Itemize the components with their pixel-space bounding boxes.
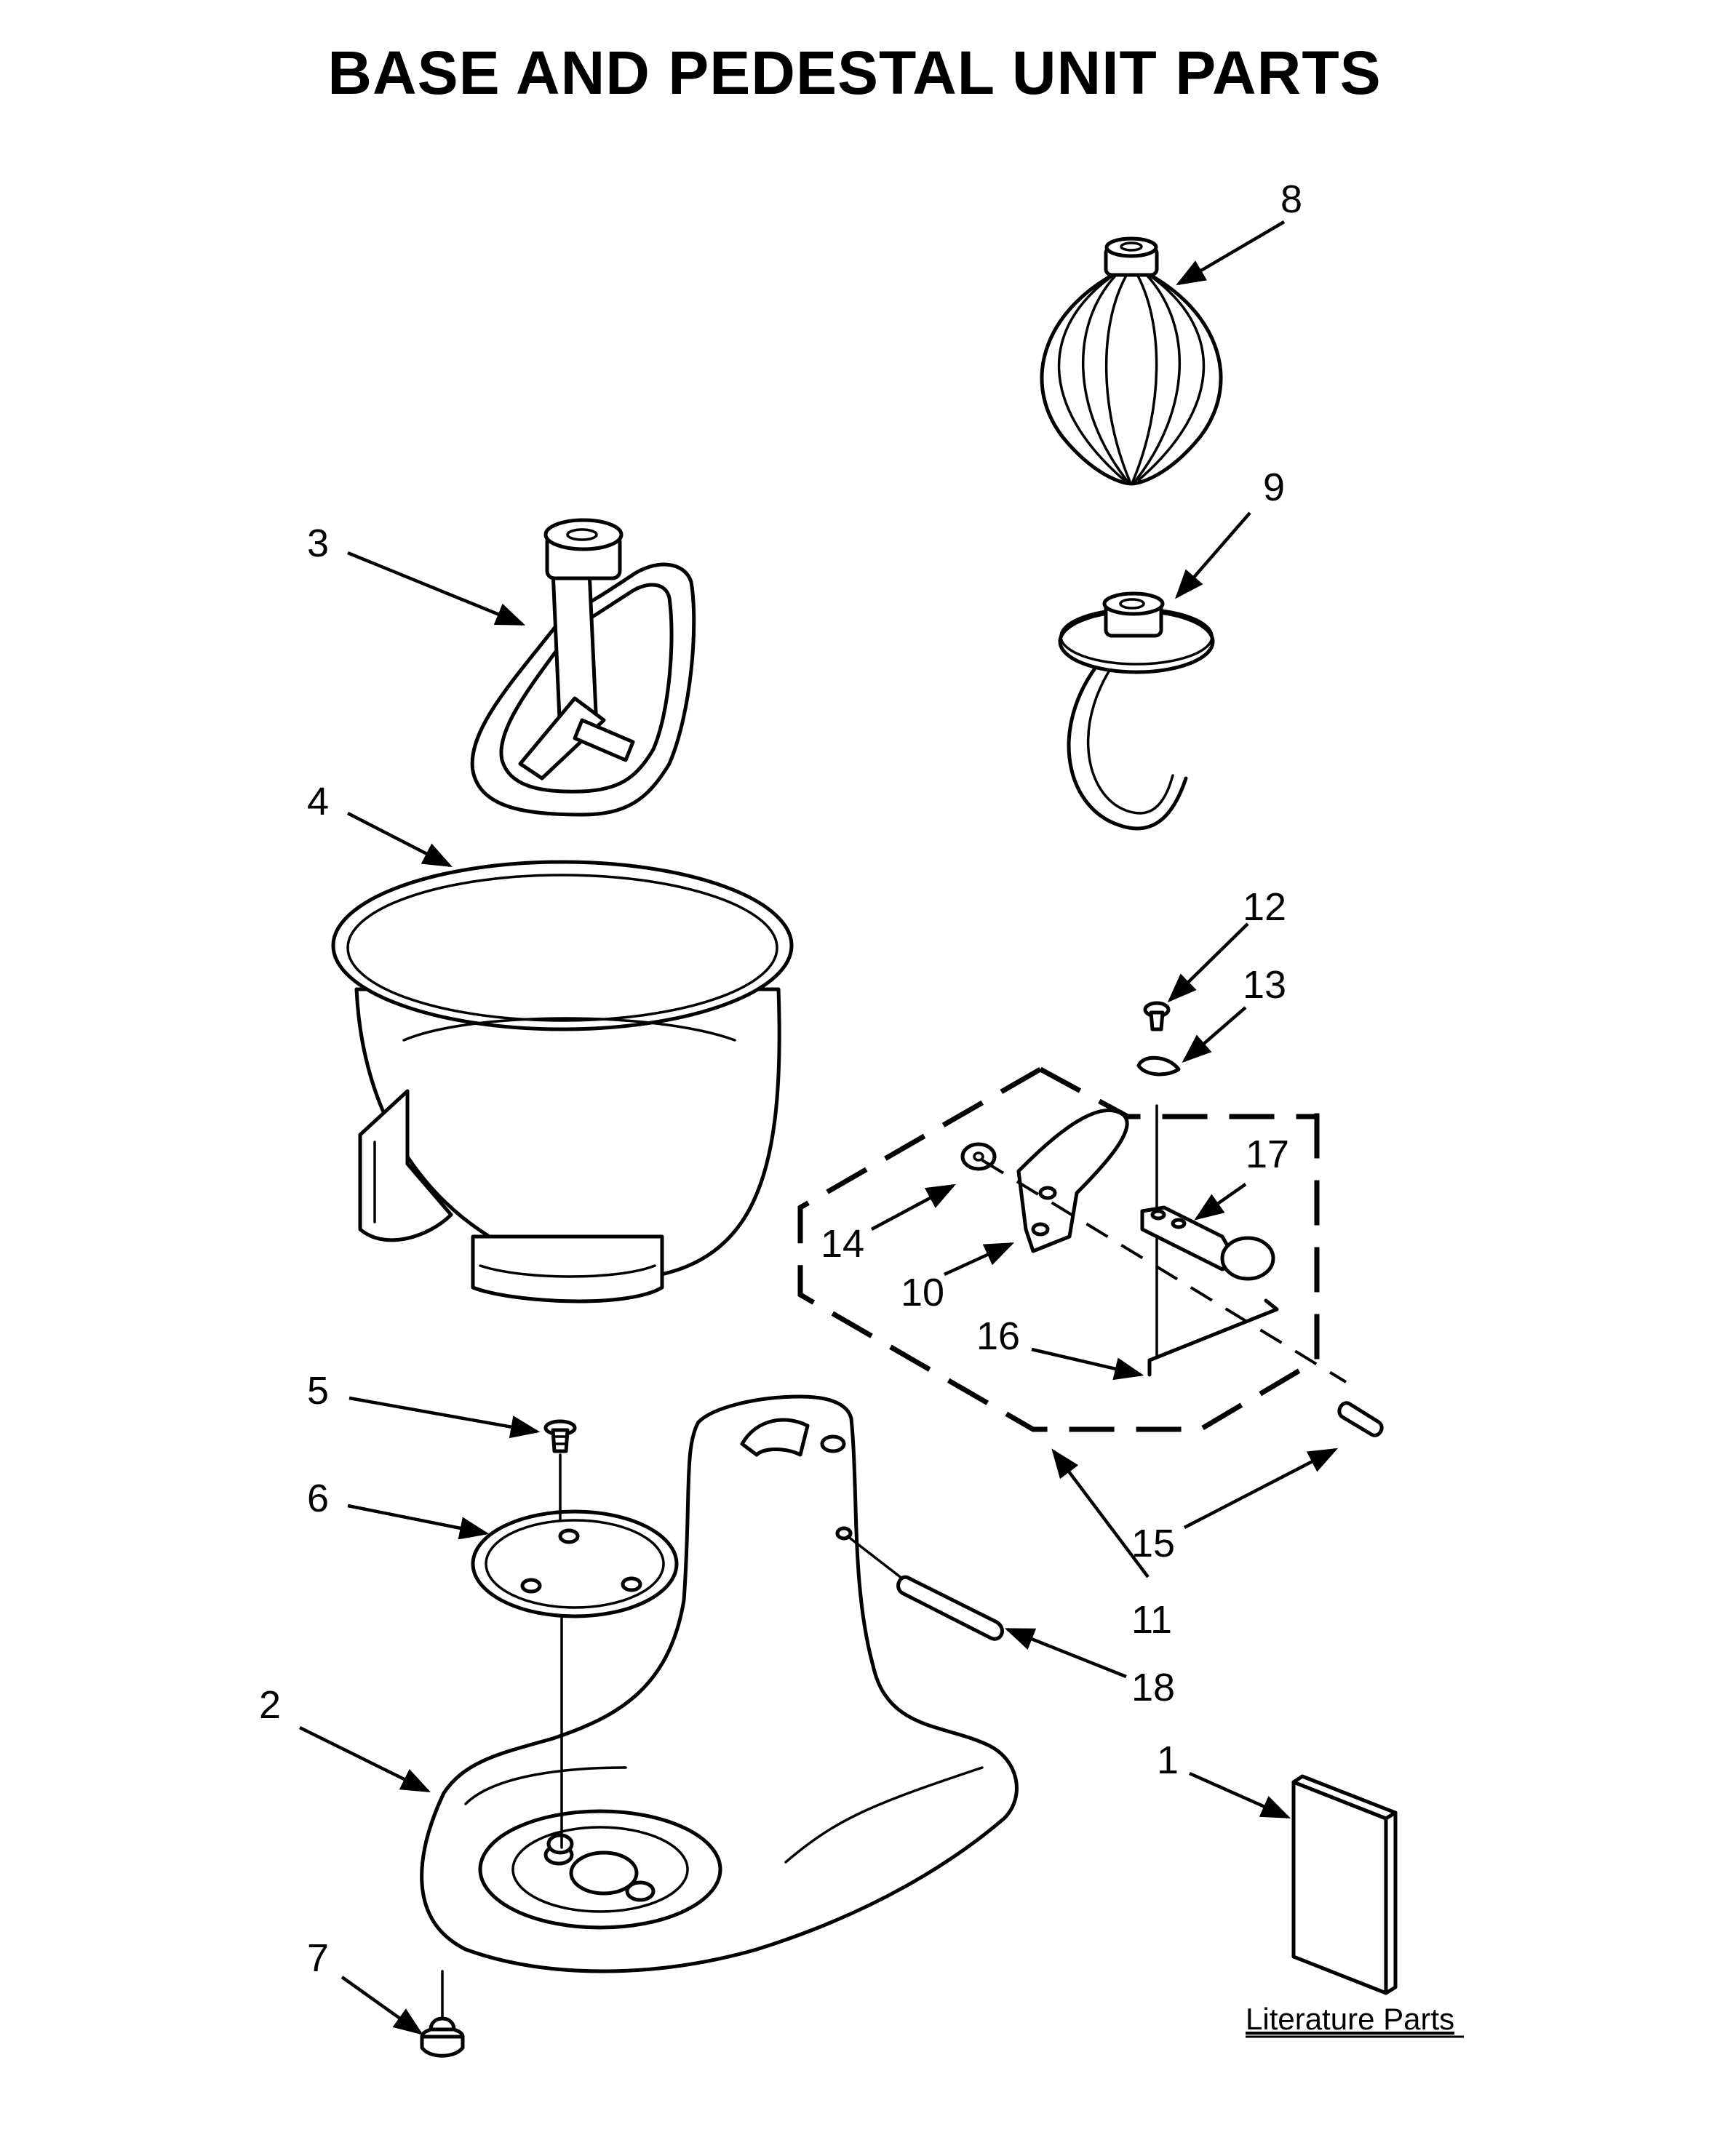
callout-12: 12 <box>1243 885 1286 929</box>
threaded-pin-part-15[interactable] <box>1337 1401 1384 1437</box>
leader-17 <box>1194 1183 1247 1221</box>
leader-7 <box>340 1976 423 2035</box>
callout-11: 11 <box>1131 1598 1172 1642</box>
hinge-pin-part[interactable] <box>846 1535 1004 1641</box>
leader-6 <box>347 1504 490 1540</box>
assembly-outline-top <box>1039 1066 1317 1119</box>
callout-18: 18 <box>1131 1666 1175 1709</box>
page-title: BASE AND PEDESTAL UNIT PARTS <box>327 39 1382 107</box>
callout-3: 3 <box>307 522 329 565</box>
leader-15 <box>1183 1448 1338 1529</box>
callout-5: 5 <box>307 1369 329 1413</box>
leader-9 <box>1175 511 1251 599</box>
callout-7: 7 <box>307 1936 329 1980</box>
callout-4: 4 <box>307 780 329 823</box>
leader-10 <box>944 1242 1015 1277</box>
leader-18 <box>1004 1627 1127 1679</box>
leader-14 <box>870 1183 956 1231</box>
leader-8 <box>1176 220 1286 286</box>
screw-part-5[interactable] <box>543 1419 577 1453</box>
mixing-bowl-part[interactable] <box>331 860 794 1303</box>
leader-5 <box>348 1396 541 1439</box>
screw-part-12[interactable] <box>1143 1001 1171 1031</box>
callout-1: 1 <box>1157 1738 1179 1782</box>
callout-2: 2 <box>259 1683 281 1727</box>
callout-17: 17 <box>1246 1133 1289 1176</box>
pedestal-base-part[interactable] <box>420 1394 1019 1973</box>
callout-6: 6 <box>307 1477 329 1520</box>
callout-16: 16 <box>976 1314 1020 1358</box>
lever-part-17[interactable] <box>1140 1205 1275 1281</box>
wire-whip-part[interactable] <box>1040 236 1223 486</box>
callout-13: 13 <box>1243 963 1286 1007</box>
leader-2 <box>299 1725 431 1793</box>
leader-11 <box>1051 1448 1150 1578</box>
leader-16 <box>1031 1347 1144 1381</box>
leader-4 <box>346 811 453 868</box>
callout-10: 10 <box>901 1271 944 1314</box>
leader-13 <box>1182 1006 1247 1063</box>
leader-12 <box>1167 922 1249 1003</box>
hinge-bracket-part[interactable] <box>1016 1109 1129 1253</box>
assembly-outline-11 <box>797 1066 1320 1432</box>
callout-9: 9 <box>1263 466 1285 509</box>
callout-8: 8 <box>1280 177 1302 221</box>
alignment-line-15 <box>981 1159 1347 1384</box>
literature-parts-label: Literature Parts <box>1246 2002 1454 2036</box>
trim-ring-part[interactable] <box>471 1509 679 1618</box>
literature-part[interactable] <box>1291 1774 1398 1995</box>
leader-3 <box>347 551 526 626</box>
flat-beater-part[interactable] <box>470 518 696 817</box>
callout-14: 14 <box>821 1222 864 1266</box>
dough-hook-part[interactable] <box>1058 591 1215 831</box>
callout-15: 15 <box>1131 1522 1175 1565</box>
leader-1 <box>1189 1771 1291 1819</box>
foot-part[interactable] <box>420 1970 465 2058</box>
washer-part-13[interactable] <box>1136 1055 1181 1077</box>
